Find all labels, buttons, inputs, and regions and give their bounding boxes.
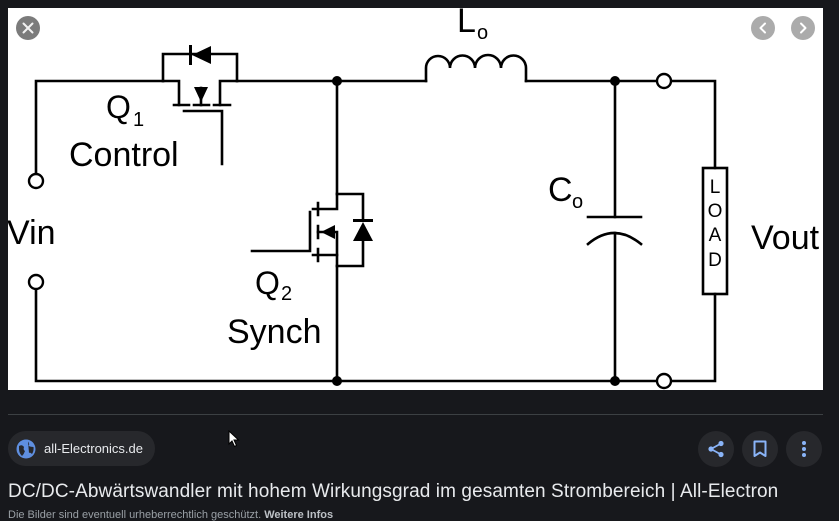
source-link[interactable]: all-Electronics.de xyxy=(8,431,155,466)
vin-terminal-top xyxy=(27,172,45,190)
q2-drain xyxy=(335,192,365,221)
share-button[interactable] xyxy=(698,431,734,467)
vin-terminal-bottom xyxy=(27,273,45,291)
image-title-link[interactable]: DC/DC-Abwärtswandler mit hohem Wirkungsg… xyxy=(8,481,779,502)
q2-gate xyxy=(250,210,312,253)
load-letter: D xyxy=(708,250,722,271)
q1-role-label: Control xyxy=(69,136,179,174)
q2-label: Q xyxy=(255,265,280,301)
junction-dot xyxy=(610,76,620,86)
load-letter: A xyxy=(709,225,722,246)
wire-bottom xyxy=(34,288,659,383)
vin-label: Vin xyxy=(8,214,56,252)
load-letter: L xyxy=(710,177,721,198)
source-name: all-Electronics.de xyxy=(44,441,143,456)
vout-label: Vout xyxy=(751,219,820,257)
q1-source xyxy=(218,79,239,107)
q2-diode xyxy=(353,222,373,241)
share-icon xyxy=(708,440,724,458)
q1-subscript: 1 xyxy=(133,109,144,131)
vout-terminal-top xyxy=(655,72,673,90)
close-button[interactable] xyxy=(16,16,40,40)
q2-source xyxy=(335,240,365,268)
junction-dot xyxy=(332,76,342,86)
chevron-right-icon xyxy=(800,22,807,34)
divider xyxy=(8,414,823,415)
q2-top-lead xyxy=(311,192,339,211)
q2-body-arrow xyxy=(321,225,335,239)
inductor xyxy=(424,53,528,83)
wire-to-load-top xyxy=(668,79,717,170)
more-options-button[interactable] xyxy=(786,431,822,467)
copyright-text: Die Bilder sind eventuell urheberrechtli… xyxy=(8,509,262,521)
q1-body-arrow xyxy=(194,87,208,102)
next-image-button[interactable] xyxy=(791,16,815,40)
save-button[interactable] xyxy=(742,431,778,467)
globe-icon xyxy=(16,439,36,459)
previous-image-button[interactable] xyxy=(751,16,775,40)
chevron-left-icon xyxy=(759,22,766,34)
capacitor-label: C xyxy=(548,171,573,209)
load-letter: O xyxy=(708,201,723,222)
junction-dot xyxy=(332,376,342,386)
close-icon xyxy=(22,22,34,34)
q2-role-label: Synch xyxy=(227,313,322,351)
preview-image: Vin Vout Q 1 Control Q 2 Synch L o C o L… xyxy=(8,8,823,390)
q1-label: Q xyxy=(106,89,131,125)
q1-diode xyxy=(192,46,211,64)
vout-terminal-bottom xyxy=(655,372,673,390)
capacitor-subscript: o xyxy=(572,191,583,213)
q1-diode-bar xyxy=(189,45,192,65)
inductor-subscript: o xyxy=(477,22,488,44)
q1-drain xyxy=(161,79,181,107)
q1-gate xyxy=(182,109,224,166)
more-info-link[interactable]: Weitere Infos xyxy=(264,509,334,521)
inductor-label: L xyxy=(457,8,476,40)
q2-subscript: 2 xyxy=(281,283,292,305)
q2-diode-bar xyxy=(353,219,373,222)
wire-load-bottom xyxy=(668,292,717,383)
cursor-arrow-icon xyxy=(228,429,240,448)
more-vert-icon xyxy=(802,441,806,457)
junction-dot xyxy=(610,376,620,386)
copyright-notice: Die Bilder sind eventuell urheberrechtli… xyxy=(8,509,333,521)
buck-converter-schematic: Vin Vout Q 1 Control Q 2 Synch L o C o L… xyxy=(8,8,820,390)
wire-vin-top xyxy=(34,79,165,176)
mouse-cursor xyxy=(228,429,240,453)
bookmark-icon xyxy=(753,440,767,457)
